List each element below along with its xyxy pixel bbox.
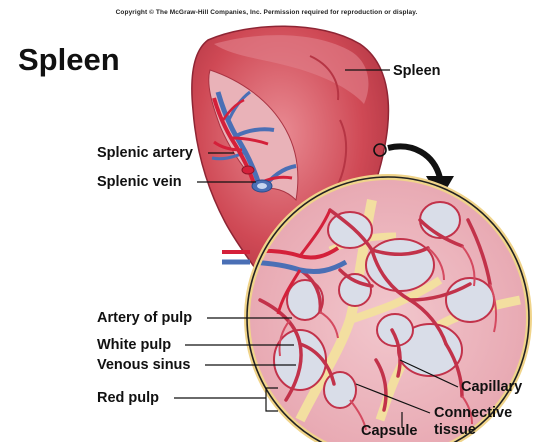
label-capillary: Capillary [461, 380, 522, 395]
label-connective-tissue-line2: tissue [434, 423, 476, 438]
label-splenic-artery: Splenic artery [97, 146, 193, 161]
label-spleen: Spleen [393, 64, 441, 79]
label-capsule: Capsule [361, 424, 417, 439]
label-splenic-vein: Splenic vein [97, 175, 182, 190]
label-white-pulp: White pulp [97, 338, 171, 353]
label-venous-sinus: Venous sinus [97, 358, 190, 373]
label-artery-of-pulp: Artery of pulp [97, 311, 192, 326]
label-connective-tissue-line1: Connective [434, 406, 512, 421]
label-red-pulp: Red pulp [97, 391, 159, 406]
